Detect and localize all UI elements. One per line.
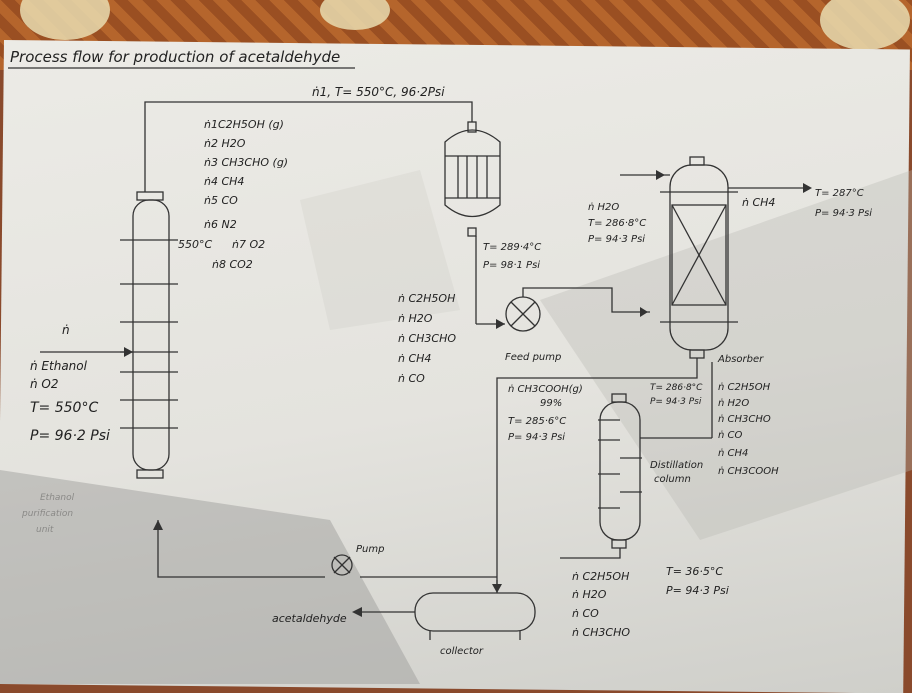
reactor-outlet-list: ṅ1C2H5OH (g) ṅ2 H2O ṅ3 CH3CHO (g) ṅ4 CH4… — [204, 118, 288, 271]
absorber-water-item: T= 286·8°C — [588, 218, 646, 229]
arrow-icon — [352, 607, 362, 617]
recycle-pump-label: Pump — [356, 544, 384, 555]
reactor-temp-label: 550°C — [178, 238, 212, 251]
distillation-top-item: T= 285·6°C — [508, 416, 566, 427]
bottoms-item: ṅ CH3CHO — [572, 626, 630, 639]
reactor-outlet-item: ṅ3 CH3CHO (g) — [204, 156, 288, 169]
absorber-packing — [671, 204, 727, 306]
pump-in-item: ṅ C2H5OH — [398, 292, 455, 305]
absorber-packing — [671, 204, 727, 306]
feed-item: ṅ O2 — [30, 377, 59, 391]
diagram-title: Process flow for production of acetaldeh… — [10, 48, 340, 66]
distillation-label: Distillation — [650, 460, 703, 471]
recycle-pump — [331, 554, 353, 576]
reactor-bottom-flange — [136, 469, 164, 479]
distillation-top-nozzle — [611, 393, 627, 403]
pump-in-item: ṅ CH3CHO — [398, 332, 456, 345]
arrow-icon — [496, 319, 505, 329]
arrow-icon — [803, 183, 812, 193]
absorber-top-nozzle — [689, 156, 705, 166]
distillation-bottom-line — [560, 548, 621, 559]
arrow-icon — [124, 347, 133, 357]
absorber-water-item: P= 94·3 Psi — [588, 234, 645, 245]
reactor-outlet-item: ṅ8 CO2 — [212, 258, 253, 271]
reactor-outlet-item: ṅ6 N2 — [204, 218, 237, 231]
bottoms-item: ṅ H2O — [572, 588, 607, 601]
absorber-bottom-item: ṅ H2O — [718, 398, 749, 409]
arrow-icon — [492, 584, 502, 593]
arrow-icon — [153, 520, 163, 530]
feed-pump-symbol — [510, 301, 536, 327]
reactor-outlet-item: ṅ1C2H5OH (g) — [204, 118, 284, 131]
top-stream-label: ṅ1, T= 550°C, 96·2Psi — [312, 85, 445, 99]
absorber-water-item: ṅ H2O — [588, 202, 619, 213]
feed-pump-label: Feed pump — [505, 352, 561, 363]
absorber-bottom-item: ṅ CH3CHO — [718, 414, 771, 425]
faded-note: Ethanol — [40, 493, 75, 503]
absorber-label: Absorber — [717, 354, 764, 365]
shadow-overlay — [300, 170, 460, 330]
distillation-bottom-nozzle — [611, 539, 627, 549]
recycle-pump-symbol — [333, 556, 351, 574]
bottoms-item: ṅ CO — [572, 607, 599, 620]
absorber-bottom-line — [496, 358, 698, 590]
distillation-top-item: P= 94·3 Psi — [508, 432, 565, 443]
absorber-top-stream: ṅ CH4 — [742, 196, 775, 209]
recycle-line — [157, 520, 325, 578]
reactor-outlet-line — [144, 101, 473, 192]
flower-decoration — [820, 0, 910, 50]
collector-label: collector — [440, 646, 484, 657]
feed-label: ṅ — [62, 323, 70, 337]
pump-outlet-line — [522, 287, 650, 313]
absorber-bottom-cond: T= 286·8°C — [650, 383, 703, 393]
pump-in-item: ṅ H2O — [398, 312, 433, 325]
collector-vessel — [414, 592, 536, 632]
arrow-icon — [640, 307, 648, 317]
reactor-outlet-item: ṅ5 CO — [204, 194, 238, 207]
feed-item: P= 96·2 Psi — [30, 428, 110, 444]
absorber-bottom-item: ṅ CH3COOH — [718, 466, 779, 477]
absorber-bottom-item: ṅ CO — [718, 430, 742, 441]
bottoms-cond: T= 36·5°C — [666, 565, 723, 578]
feed-item: T= 550°C — [30, 400, 98, 416]
heat-exchanger-nozzle — [467, 121, 477, 133]
pump-in-item: ṅ CO — [398, 372, 425, 385]
bottoms-item: ṅ C2H5OH — [572, 570, 629, 583]
absorber-top-cond: T= 287°C — [815, 188, 864, 199]
pump-in-item: ṅ CH4 — [398, 352, 431, 365]
faded-note: purification — [21, 509, 73, 519]
product-label: acetaldehyde — [272, 612, 347, 625]
shadow-overlay — [540, 170, 912, 540]
reactor-outlet-item: ṅ4 CH4 — [204, 175, 244, 188]
reactor-outlet-item: ṅ7 O2 — [232, 238, 265, 251]
distillation-top-item: ṅ CH3COOH(g) — [508, 384, 583, 395]
arrow-icon — [656, 170, 665, 180]
feed-item: ṅ Ethanol — [30, 359, 88, 373]
reactor-outlet-item: ṅ2 H2O — [204, 137, 246, 150]
heat-exchanger-bottom-nozzle — [467, 227, 477, 237]
distillation-top-item: 99% — [540, 398, 562, 409]
faded-note: unit — [36, 525, 54, 535]
absorber-bottom-cond: P= 94·3 Psi — [650, 397, 702, 407]
hx-outlet-cond: T= 289·4°C — [483, 242, 541, 253]
reactor-top-flange — [136, 191, 164, 201]
bottoms-cond: P= 94·3 Psi — [666, 584, 729, 597]
absorber-bottom-item: ṅ C2H5OH — [718, 382, 771, 393]
heat-exchanger-vessel — [444, 129, 501, 218]
absorber-top-cond: P= 94·3 Psi — [815, 208, 872, 219]
absorber-bottom-item: ṅ CH4 — [718, 448, 748, 459]
distillation-label: column — [654, 474, 691, 485]
hx-outlet-cond: P= 98·1 Psi — [483, 260, 540, 271]
